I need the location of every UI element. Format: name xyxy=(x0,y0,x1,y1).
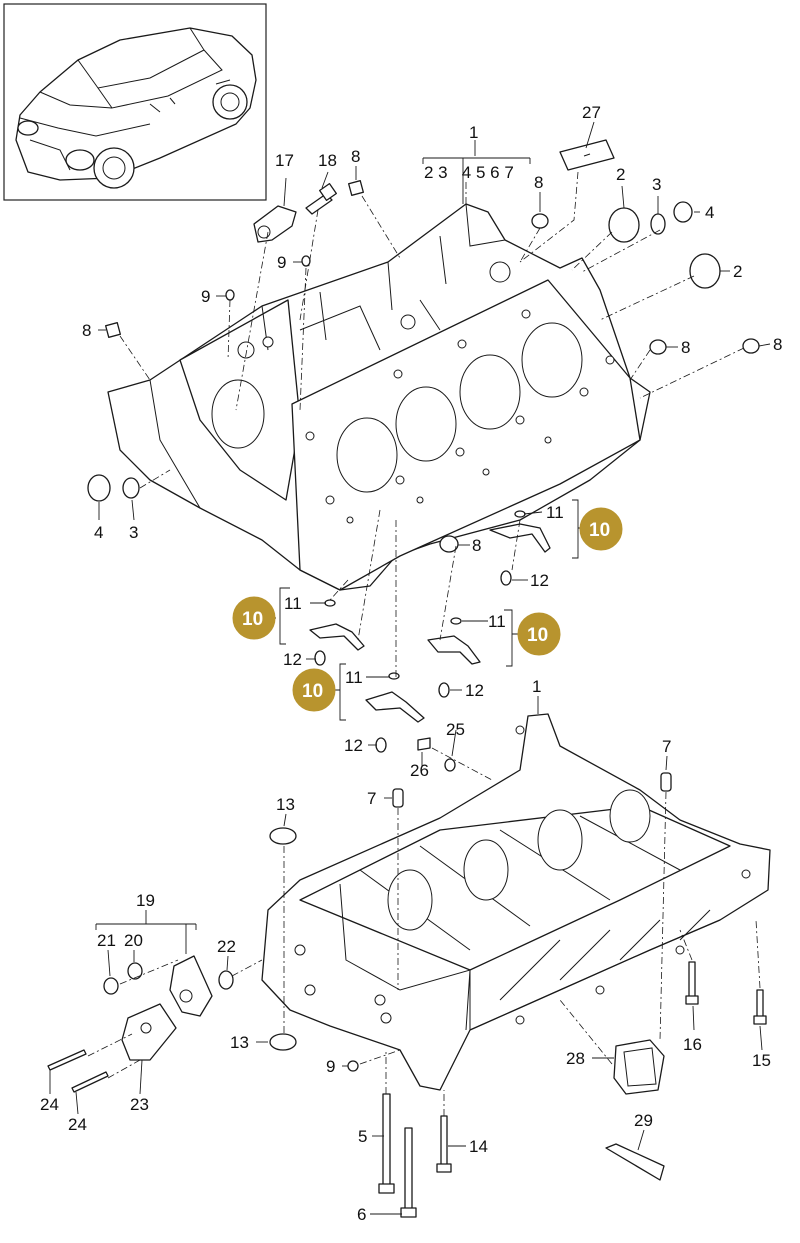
chain-tensioner xyxy=(121,955,213,1061)
upper-crankcase xyxy=(107,203,651,591)
label-23: 23 xyxy=(130,1095,149,1114)
label-25: 25 xyxy=(446,720,465,739)
label-2: 2 xyxy=(733,262,742,281)
label-26: 26 xyxy=(410,761,429,780)
label-8: 8 xyxy=(351,147,360,166)
label-19: 19 xyxy=(136,891,155,910)
label-8: 8 xyxy=(472,536,481,555)
label-12: 12 xyxy=(283,650,302,669)
part-28 xyxy=(613,1039,665,1095)
lower-crankcase xyxy=(261,713,771,1091)
assembly-lines xyxy=(87,171,761,1116)
label-18: 18 xyxy=(318,151,337,170)
label-14: 14 xyxy=(469,1137,488,1156)
label-28: 28 xyxy=(566,1049,585,1068)
sensor-17 xyxy=(253,205,297,243)
label-1: 1 xyxy=(532,677,541,696)
svg-text:10: 10 xyxy=(589,520,610,541)
label-9: 9 xyxy=(326,1057,335,1076)
label-16: 16 xyxy=(683,1035,702,1054)
part-labels: 1 2 3 4 5 6 7 27 17 18 8 8 2 3 4 2 9 9 8… xyxy=(40,103,782,1224)
label-7: 7 xyxy=(662,737,671,756)
label-1: 1 xyxy=(469,123,478,142)
leader-lines xyxy=(49,121,771,1215)
label-27: 27 xyxy=(582,103,601,122)
small-parts xyxy=(87,180,760,1072)
label-12: 12 xyxy=(344,736,363,755)
label-3: 3 xyxy=(652,175,661,194)
label-6: 6 xyxy=(357,1205,366,1224)
label-29: 29 xyxy=(634,1111,653,1130)
label-1-group: 2 3 4 5 6 7 xyxy=(424,163,514,182)
label-13: 13 xyxy=(230,1033,249,1052)
label-21: 21 xyxy=(97,931,116,950)
sealant-tube-29 xyxy=(605,1143,665,1181)
label-12: 12 xyxy=(530,571,549,590)
label-8: 8 xyxy=(773,335,782,354)
label-22: 22 xyxy=(217,937,236,956)
label-20: 20 xyxy=(124,931,143,950)
badge-10: 10 xyxy=(232,596,276,640)
label-9: 9 xyxy=(201,287,210,306)
label-11: 11 xyxy=(284,594,302,613)
label-13: 13 xyxy=(276,795,295,814)
bearing-shell-27 xyxy=(559,139,615,171)
part-10-badges: 10 10 10 10 xyxy=(232,507,623,712)
svg-text:10: 10 xyxy=(302,681,323,702)
badge-10: 10 xyxy=(517,612,561,656)
label-24: 24 xyxy=(40,1095,59,1114)
bolts xyxy=(47,961,767,1218)
label-24: 24 xyxy=(68,1115,87,1134)
label-11: 11 xyxy=(345,668,363,687)
svg-text:10: 10 xyxy=(527,625,548,646)
car-icon xyxy=(15,27,257,189)
label-15: 15 xyxy=(752,1051,771,1070)
vehicle-thumbnail xyxy=(3,3,267,201)
label-7: 7 xyxy=(367,789,376,808)
svg-text:10: 10 xyxy=(242,609,263,630)
badge-10: 10 xyxy=(292,668,336,712)
label-9: 9 xyxy=(277,253,286,272)
bolt-18 xyxy=(305,182,338,215)
oil-spray-nozzles xyxy=(309,510,551,753)
label-4: 4 xyxy=(705,203,714,222)
label-4: 4 xyxy=(94,523,103,542)
label-12: 12 xyxy=(465,681,484,700)
badge-10: 10 xyxy=(579,507,623,551)
label-11: 11 xyxy=(488,612,506,631)
label-8: 8 xyxy=(534,173,543,192)
label-2: 2 xyxy=(616,165,625,184)
label-3: 3 xyxy=(129,523,138,542)
label-8: 8 xyxy=(681,338,690,357)
label-17: 17 xyxy=(275,151,294,170)
label-8: 8 xyxy=(82,321,91,340)
label-5: 5 xyxy=(358,1127,367,1146)
label-11: 11 xyxy=(546,503,564,522)
